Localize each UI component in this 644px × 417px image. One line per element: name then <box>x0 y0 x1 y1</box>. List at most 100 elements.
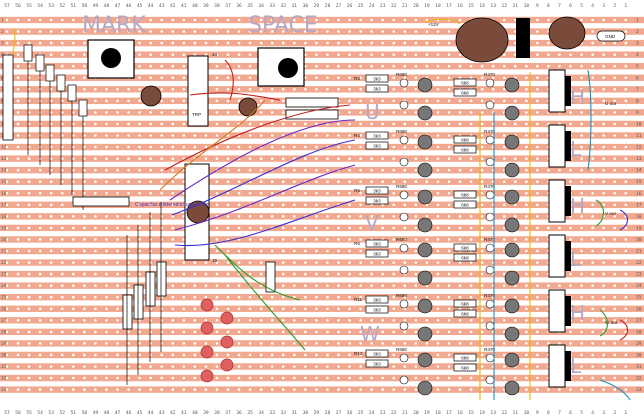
strip-hole <box>281 376 285 380</box>
strip-hole <box>591 330 594 334</box>
strip-hole <box>160 134 163 137</box>
wire-yellow-left <box>11 27 16 56</box>
strip-hole <box>60 307 64 311</box>
column-number: 33 <box>269 3 275 9</box>
strip-hole <box>436 238 440 241</box>
column-number: 38 <box>214 410 220 416</box>
strip-hole <box>149 122 152 126</box>
strip-hole <box>38 180 42 183</box>
column-number: 20 <box>413 3 419 9</box>
strip-hole <box>72 168 75 172</box>
strip-hole <box>38 353 42 357</box>
strip-hole <box>359 353 362 357</box>
strip-hole <box>27 122 31 126</box>
strip-hole <box>116 307 119 311</box>
strip-hole <box>116 145 119 149</box>
strip-hole <box>326 388 329 391</box>
strip-hole <box>304 319 307 322</box>
phase-w-label: W <box>360 322 380 346</box>
strip-hole <box>602 41 605 45</box>
strip-hole <box>116 295 119 299</box>
strip-hole <box>525 134 528 137</box>
strip-hole <box>348 238 351 241</box>
strip-hole <box>469 64 473 68</box>
strip-hole <box>16 88 20 91</box>
strip-hole <box>602 284 605 287</box>
strip-hole <box>469 295 473 299</box>
strip-hole <box>293 215 296 218</box>
strip-hole <box>458 99 462 103</box>
ic-upper-pin-label: 14 <box>212 52 218 57</box>
strip-hole <box>116 388 119 391</box>
strip-hole <box>480 88 484 91</box>
strip-hole <box>602 365 605 368</box>
trim-resistor <box>265 261 276 293</box>
strip-hole <box>436 249 440 253</box>
strip-hole <box>458 272 462 276</box>
strip-hole <box>293 134 296 137</box>
column-number: 26 <box>347 410 353 416</box>
strip-hole <box>60 342 64 345</box>
strip-hole <box>326 330 329 334</box>
resistor-6k8 <box>453 78 477 87</box>
column-number: 24 <box>369 3 375 9</box>
strip-hole <box>381 53 385 56</box>
strip-hole <box>237 319 241 322</box>
strip-hole <box>281 41 285 45</box>
ladder-resistor <box>23 44 33 62</box>
strip-hole <box>469 180 473 183</box>
voltage-regulator <box>516 18 530 58</box>
strip-hole <box>525 330 528 334</box>
strip-hole <box>5 180 9 183</box>
column-number: 42 <box>170 3 176 9</box>
strip-hole <box>171 157 175 160</box>
strip-hole <box>171 18 175 22</box>
strip-hole <box>281 88 285 91</box>
column-number: 28 <box>325 410 331 416</box>
strip-hole <box>72 353 75 357</box>
strip-hole <box>83 307 86 311</box>
strip-hole <box>38 203 42 207</box>
strip-hole <box>602 18 605 22</box>
strip-hole <box>425 295 429 299</box>
strip-hole <box>624 319 628 322</box>
strip-hole <box>38 30 42 33</box>
strip-hole <box>248 376 252 380</box>
row-number: 26 <box>636 306 642 312</box>
mark-pot-knob <box>101 48 121 68</box>
strip-hole <box>27 88 31 91</box>
strip-hole <box>326 226 329 230</box>
strip-hole <box>171 122 175 126</box>
column-number: 45 <box>137 410 143 416</box>
strip-hole <box>215 180 219 183</box>
wire-blue-vout <box>619 209 629 231</box>
strip-hole <box>580 168 583 172</box>
strip-hole <box>502 284 506 287</box>
strip-hole <box>138 330 141 334</box>
strip-hole <box>304 272 307 276</box>
strip-hole <box>326 272 329 276</box>
strip-hole <box>326 365 329 368</box>
strip-hole <box>83 157 86 160</box>
small-transistor <box>399 375 409 385</box>
strip-hole <box>613 168 617 172</box>
strip-hole <box>514 180 517 183</box>
strip-hole <box>348 191 351 195</box>
space-label: SPACE <box>248 13 318 38</box>
small-transistor <box>399 100 409 110</box>
strip-hole <box>138 319 141 322</box>
ladder-resistor <box>78 99 88 117</box>
strip-hole <box>94 191 97 195</box>
strip-hole <box>127 157 130 160</box>
strip-hole <box>193 18 197 22</box>
strip-hole <box>193 319 197 322</box>
strip-hole <box>270 388 274 391</box>
column-number: 5 <box>580 410 583 416</box>
strip-hole <box>149 180 152 183</box>
strip-hole <box>259 41 263 45</box>
strip-hole <box>613 122 617 126</box>
strip-hole <box>5 145 9 149</box>
r470-label: R470 <box>484 293 495 298</box>
strip-hole <box>547 226 550 230</box>
strip-hole <box>370 168 373 172</box>
